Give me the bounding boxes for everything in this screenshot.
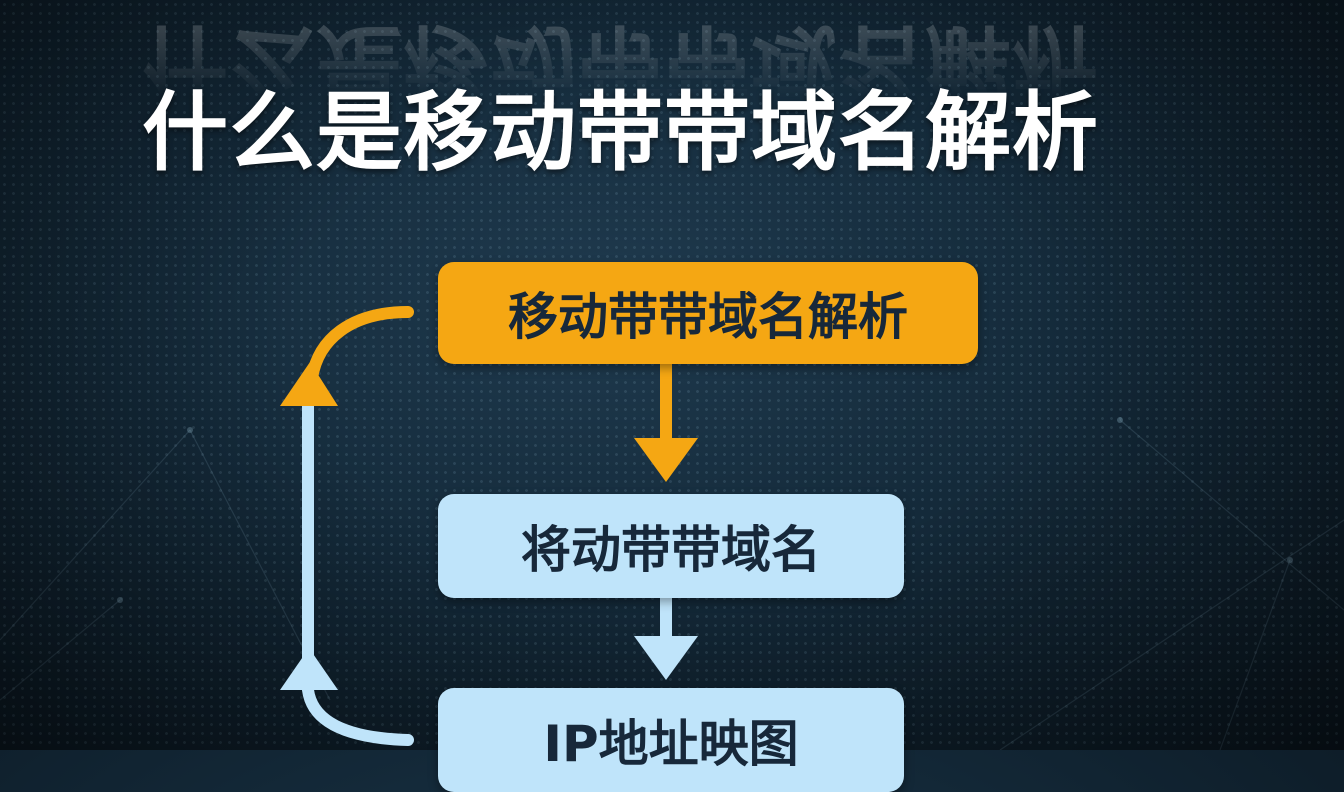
arrow-step2-to-step3 [634, 598, 698, 680]
page-title: 什么是移动带带域名解析 [142, 83, 1099, 183]
step-box-domain: 将动带带域名 [438, 494, 904, 598]
arrow-step1-to-step2 [634, 364, 698, 482]
step-label: IP地址映图 [543, 715, 799, 773]
step-box-ip-mapping: IP地址映图 [438, 688, 904, 792]
loop-arrow-blue [280, 406, 414, 746]
step-label: 将动带带域名 [521, 521, 821, 579]
loop-arrow-orange [280, 306, 414, 406]
step-box-domain-resolution: 移动带带域名解析 [438, 262, 978, 364]
step-label: 移动带带域名解析 [508, 288, 908, 346]
flow-arrows [280, 306, 698, 746]
